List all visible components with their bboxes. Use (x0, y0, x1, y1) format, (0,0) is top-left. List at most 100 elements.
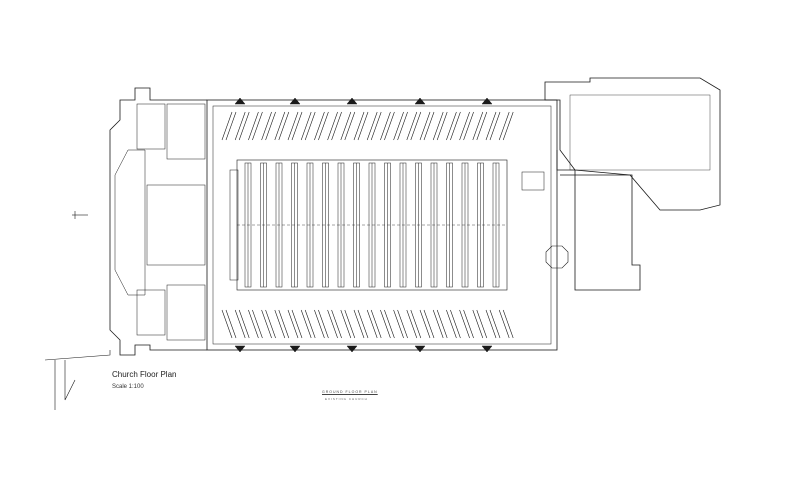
north-side-pew (476, 111, 488, 141)
south-side-pew (318, 309, 329, 339)
south-side-pew (410, 309, 422, 339)
north-side-pew (380, 111, 391, 141)
north-side-pew (304, 111, 316, 141)
south-side-pew (291, 309, 303, 339)
south-side-pew (384, 309, 395, 339)
drawing-title: Church Floor Plan (112, 370, 177, 379)
window-marker-south (481, 345, 493, 353)
south-side-pew (340, 309, 352, 339)
south-side-pew (357, 309, 369, 339)
north-side-pew (446, 111, 457, 141)
north-side-pew (225, 111, 237, 141)
north-side-pew (314, 111, 325, 141)
vestry-inner (569, 94, 711, 171)
south-side-pew (314, 309, 325, 339)
north-side-pew (423, 111, 435, 141)
north-side-pew (393, 111, 404, 141)
window-marker-south (346, 345, 358, 353)
north-side-pew (436, 111, 448, 141)
north-side-pew (397, 111, 408, 141)
south-side-pew (287, 309, 299, 339)
south-side-pew (502, 309, 514, 339)
sheet-sublabel: EXISTING CHURCH (325, 397, 368, 401)
window-marker-north (414, 97, 426, 105)
south-side-pew (353, 309, 365, 339)
north-side-pew (353, 111, 365, 141)
north-side-pew (274, 111, 286, 141)
window-marker-north (481, 97, 493, 105)
east-vestry (544, 77, 721, 211)
narthex-hall (146, 184, 206, 266)
north-side-pew (498, 111, 510, 141)
south-side-pew (278, 309, 290, 339)
north-side-pew (410, 111, 422, 141)
south-side-pew (265, 309, 276, 339)
south-side-pew (419, 309, 431, 339)
south-lobby (166, 284, 206, 341)
west-porch-outline (114, 149, 146, 296)
north-side-pew (406, 111, 418, 141)
north-side-pew (318, 111, 329, 141)
north-side-pew (327, 111, 338, 141)
south-side-pew (380, 309, 391, 339)
south-side-pew (327, 309, 338, 339)
window-marker-south (289, 345, 301, 353)
south-side-pew (463, 309, 474, 339)
south-side-pew (476, 309, 488, 339)
south-side-pew (261, 309, 272, 339)
north-side-pew (331, 111, 342, 141)
south-side-pew (248, 309, 259, 339)
south-side-pew (446, 309, 457, 339)
south-side-pew (432, 309, 444, 339)
south-side-pew (436, 309, 448, 339)
north-side-pew (472, 111, 484, 141)
north-side-pew (485, 111, 497, 141)
north-side-pew (234, 111, 246, 141)
pulpit (545, 245, 569, 269)
south-stair (136, 289, 166, 336)
south-side-pew (300, 309, 312, 339)
south-side-pew (423, 309, 435, 339)
south-side-pew (370, 309, 382, 339)
south-side-pew (304, 309, 316, 339)
window-marker-north (346, 97, 358, 105)
south-side-pew (397, 309, 408, 339)
window-marker-north (289, 97, 301, 105)
north-side-pew (370, 111, 382, 141)
communion-table (521, 171, 545, 191)
north-side-pew (450, 111, 461, 141)
south-side-pew (498, 309, 510, 339)
north-side-pew (357, 111, 369, 141)
north-side-pew (340, 111, 352, 141)
north-stair (136, 103, 166, 150)
west-entrance-block (109, 87, 207, 356)
nave-inner-wall (212, 105, 552, 345)
north-side-pew (489, 111, 501, 141)
south-side-pew (225, 309, 237, 339)
north-side-pew (248, 111, 259, 141)
south-side-pew (393, 309, 404, 339)
north-side-pew (419, 111, 431, 141)
south-side-pew (459, 309, 470, 339)
south-side-pew (366, 309, 378, 339)
north-side-pew (238, 111, 250, 141)
north-side-pew (300, 111, 312, 141)
north-side-pew (459, 111, 470, 141)
north-side-pew (252, 111, 263, 141)
south-side-pew (221, 309, 233, 339)
south-side-pew (406, 309, 418, 339)
south-side-pew (450, 309, 461, 339)
drawing-scale: Scale 1:100 (112, 384, 144, 390)
sheet-label: GROUND FLOOR PLAN (322, 390, 378, 394)
north-side-pew (278, 111, 290, 141)
north-side-pew (287, 111, 299, 141)
south-side-pew (331, 309, 342, 339)
south-side-pew (252, 309, 263, 339)
north-side-pew (463, 111, 474, 141)
window-marker-north (234, 97, 246, 105)
window-marker-south (234, 345, 246, 353)
north-side-pew (502, 111, 514, 141)
north-lobby (166, 103, 206, 160)
nave-outer-wall (206, 99, 558, 351)
